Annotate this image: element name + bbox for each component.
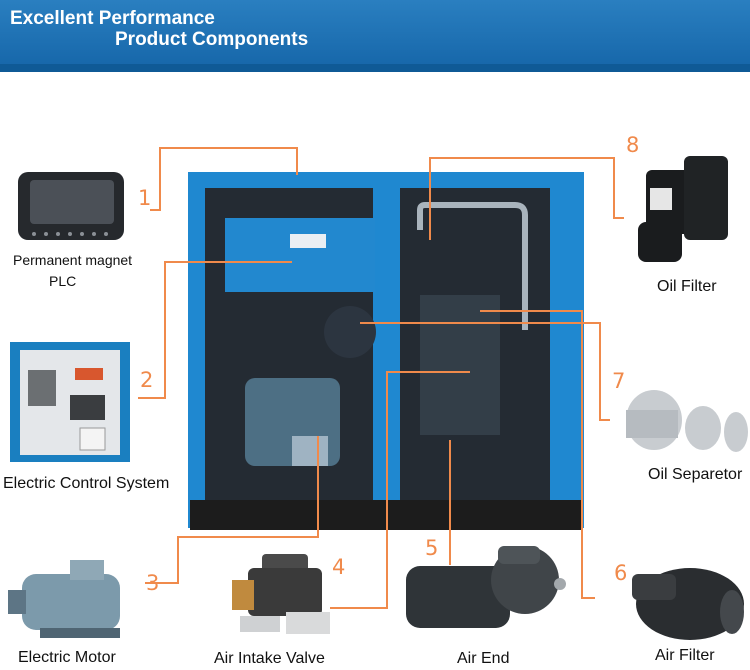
label-oil-filter: Oil Filter: [657, 278, 717, 295]
callout-number-4: 4: [332, 555, 346, 579]
callout-lines: [138, 147, 624, 609]
electric-cabinet-icon: [10, 342, 130, 462]
intake-valve-icon: [232, 554, 330, 634]
air-filter-icon: [632, 568, 744, 640]
header-band: [0, 64, 750, 72]
label-oil-separator: Oil Separetor: [648, 466, 743, 483]
title-line-2: Product Components: [115, 29, 309, 50]
callout-number-6: 6: [614, 561, 628, 585]
callout-number-7: 7: [612, 369, 626, 393]
title-line-1: Excellent Performance: [10, 8, 215, 29]
label-air-end: Air End: [457, 650, 510, 667]
header-banner: Excellent Performance Product Components: [0, 0, 750, 72]
plc-controller-icon: [18, 172, 124, 240]
callout-number-8: 8: [626, 133, 640, 157]
label-plc-line-2: PLC: [49, 273, 77, 289]
callout-number-2: 2: [140, 368, 154, 392]
label-air-intake-valve: Air Intake Valve: [214, 650, 325, 667]
label-electric-control-system: Electric Control System: [3, 475, 170, 492]
electric-motor-icon: [8, 560, 120, 638]
air-end-icon: [406, 546, 566, 628]
label-plc-line-1: Permanent magnet: [13, 252, 133, 268]
label-air-filter: Air Filter: [655, 647, 715, 664]
oil-separator-icon: [626, 390, 748, 452]
oil-filter-icon: [638, 156, 728, 262]
callout-number-1: 1: [138, 186, 152, 210]
label-electric-motor: Electric Motor: [18, 649, 116, 666]
callout-number-5: 5: [425, 536, 439, 560]
callout-number-3: 3: [146, 571, 160, 595]
